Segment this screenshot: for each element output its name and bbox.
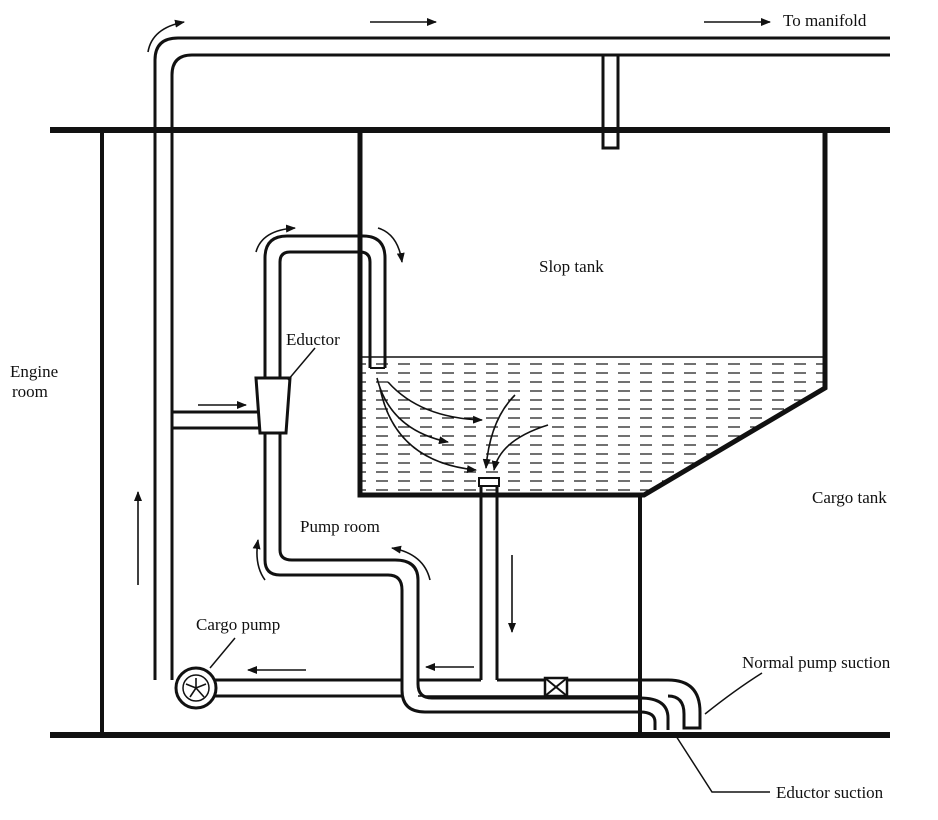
slop-tank [357,130,828,498]
label-cargo-pump: Cargo pump [196,615,280,634]
leader-lines [209,347,770,793]
label-engine-room-2: room [12,382,48,401]
label-engine-room-1: Engine [10,362,58,381]
label-slop-tank: Slop tank [539,257,604,276]
label-eductor-suction: Eductor suction [776,783,884,802]
labels: To manifold Slop tank Eductor Engine roo… [10,11,891,802]
label-cargo-tank: Cargo tank [812,488,887,507]
eductor-loop-pipe [263,234,387,378]
curved-flow-arrows [147,19,549,581]
slop-suction-pipe [478,477,500,680]
flow-arrows [134,18,771,674]
label-normal-pump-suction: Normal pump suction [742,653,891,672]
label-to-manifold: To manifold [783,11,867,30]
eductor [254,376,292,435]
label-eductor: Eductor [286,330,340,349]
hull-structure [50,127,890,738]
eductor-drive-line [172,410,260,430]
slop-tank-liquid [360,357,825,495]
discharge-pipe [153,36,890,680]
valve [543,676,569,698]
label-pump-room: Pump room [300,517,380,536]
slop-tank-wall [357,130,828,498]
pump-suction-line [215,678,702,730]
cargo-pump [174,666,218,710]
eductor-suction-line [263,433,670,730]
